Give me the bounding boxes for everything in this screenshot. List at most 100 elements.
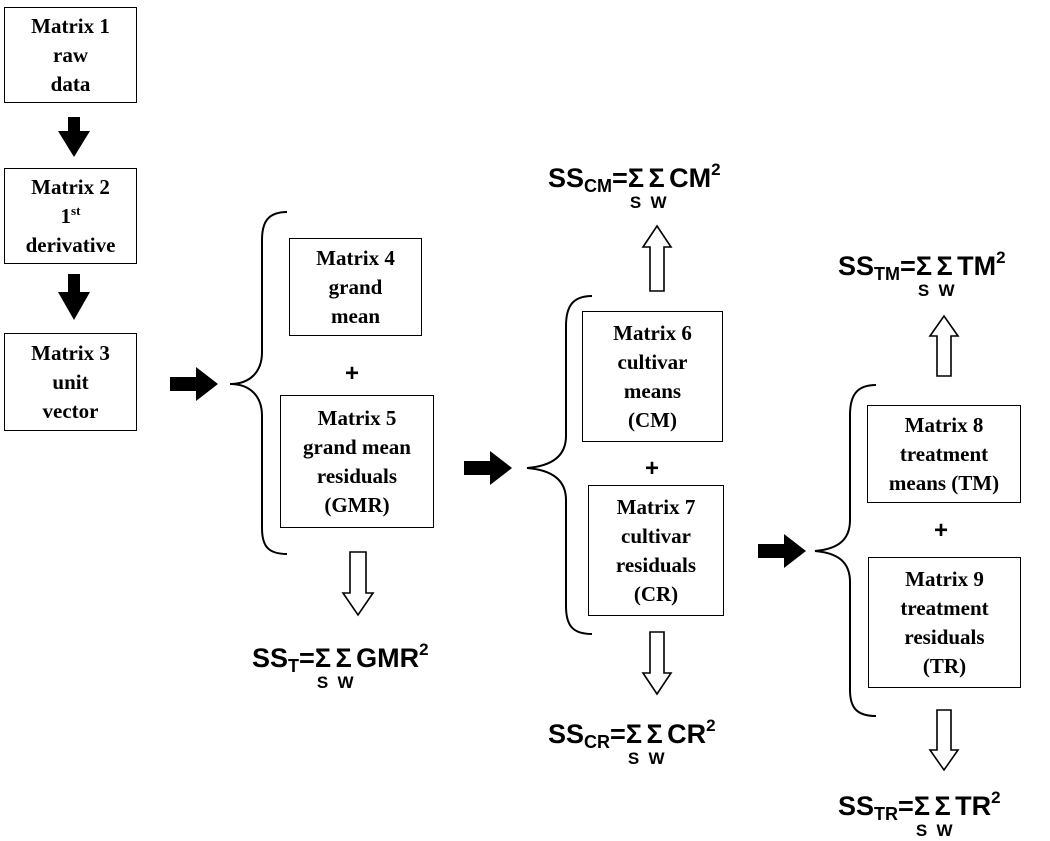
formula-ss-tr-term: TR (955, 791, 992, 821)
matrix-3-line-2: unit (52, 369, 89, 394)
matrix-7-line-3: residuals (615, 552, 697, 577)
formula-ss-t-equals: = (299, 643, 315, 673)
formula-ss-t-ss: SS (252, 643, 289, 673)
sigma-index-w: W (650, 193, 667, 212)
matrix-6-line-1: Matrix 6 (613, 320, 692, 345)
left-brace-1 (229, 211, 288, 555)
formula-ss-cr-subscript: CR (584, 732, 611, 752)
arrow-down-hollow-tr (928, 709, 960, 772)
formula-ss-tr-exponent: 2 (991, 788, 1001, 807)
matrix-1-line-2: raw (53, 42, 88, 67)
matrix-2-box: Matrix 2 1st derivative (4, 168, 137, 264)
matrix-6-line-3: means (623, 378, 682, 403)
sigma-index-w: W (337, 673, 354, 692)
arrow-down-hollow-gmr (341, 551, 375, 617)
sigma-index-s: S (915, 821, 928, 840)
sigma-index-w: W (938, 281, 955, 300)
sigma-symbol: Σ (648, 163, 665, 193)
matrix-2-ordinal: 1st (61, 202, 81, 231)
formula-ss-cm-subscript: CM (584, 176, 613, 196)
formula-ss-tr-ss: SS (838, 791, 875, 821)
matrix-6-box: Matrix 6 cultivar means (CM) (582, 311, 723, 442)
matrix-5-box: Matrix 5 grand mean residuals (GMR) (280, 395, 434, 528)
matrix-5-line-2: grand mean (303, 434, 411, 459)
matrix-9-line-1: Matrix 9 (905, 566, 984, 591)
formula-ss-cr-exponent: 2 (706, 716, 716, 735)
sigma-index-w: W (936, 821, 953, 840)
formula-ss-tr-subscript: TR (874, 804, 899, 824)
arrow-down-solid-2 (58, 274, 90, 320)
matrix-8-box: Matrix 8 treatment means (TM) (867, 405, 1021, 503)
matrix-7-line-4: (CR) (633, 581, 679, 606)
plus-sign-3: + (934, 517, 949, 544)
sigma-symbol: Σ (936, 251, 953, 281)
matrix-3-line-1: Matrix 3 (31, 340, 110, 365)
formula-ss-tr-equals: = (898, 791, 914, 821)
arrow-right-solid-1 (170, 367, 218, 401)
matrix-9-box: Matrix 9 treatment residuals (TR) (868, 557, 1021, 688)
matrix-8-line-1: Matrix 8 (904, 412, 984, 437)
plus-sign-1: + (345, 360, 360, 387)
sigma-symbol: Σ (314, 643, 332, 673)
matrix-1-box: Matrix 1 raw data (4, 7, 137, 103)
left-brace-2 (526, 295, 593, 635)
matrix-4-line-3: mean (331, 303, 380, 328)
formula-ss-tm-exponent: 2 (996, 248, 1006, 267)
matrix-3-line-3: vector (42, 398, 99, 423)
matrix-4-line-1: Matrix 4 (316, 245, 395, 270)
formula-ss-cm-exponent: 2 (711, 160, 721, 179)
arrow-down-hollow-cr (641, 631, 673, 696)
plus-sign-2: + (645, 455, 660, 482)
formula-ss-tm-term: TM (957, 251, 997, 281)
matrix-7-line-1: Matrix 7 (616, 494, 696, 519)
formula-ss-t-term: GMR (356, 643, 420, 673)
sigma-symbol: Σ (625, 719, 643, 749)
matrix-5-line-3: residuals (316, 463, 398, 488)
sigma-symbol: Σ (627, 163, 645, 193)
matrix-2-ordinal-suffix: st (71, 202, 81, 218)
sigma-symbol: Σ (913, 791, 931, 821)
matrix-8-line-2: treatment (899, 441, 989, 466)
arrow-down-solid-1 (58, 117, 90, 157)
sigma-index-s: S (316, 673, 329, 692)
arrow-up-hollow-tm (928, 314, 960, 377)
arrow-right-solid-3 (758, 534, 806, 568)
arrow-right-solid-2 (464, 451, 512, 485)
matrix-3-box: Matrix 3 unit vector (4, 333, 137, 431)
matrix-4-box: Matrix 4 grand mean (289, 238, 422, 336)
sigma-symbol: Σ (335, 643, 352, 673)
sigma-index-s: S (917, 281, 930, 300)
formula-ss-cr-ss: SS (548, 719, 585, 749)
formula-ss-cm-equals: = (612, 163, 628, 193)
matrix-6-line-2: cultivar (617, 349, 688, 374)
matrix-8-line-3: means (TM) (888, 470, 1000, 495)
matrix-6-line-4: (CM) (628, 407, 677, 432)
matrix-1-line-1: Matrix 1 (31, 13, 110, 38)
formula-ss-cr-term: CR (667, 719, 707, 749)
matrix-2-ordinal-number: 1 (60, 203, 72, 228)
sigma-symbol: Σ (646, 719, 663, 749)
left-brace-3 (814, 384, 877, 717)
formula-ss-t-exponent: 2 (419, 640, 429, 659)
sigma-index-w: W (648, 749, 665, 768)
sigma-index-s: S (629, 193, 642, 212)
formula-ss-cr-equals: = (610, 719, 626, 749)
matrix-1-line-3: data (50, 71, 91, 96)
formula-ss-tm-equals: = (900, 251, 916, 281)
sigma-symbol: Σ (934, 791, 951, 821)
